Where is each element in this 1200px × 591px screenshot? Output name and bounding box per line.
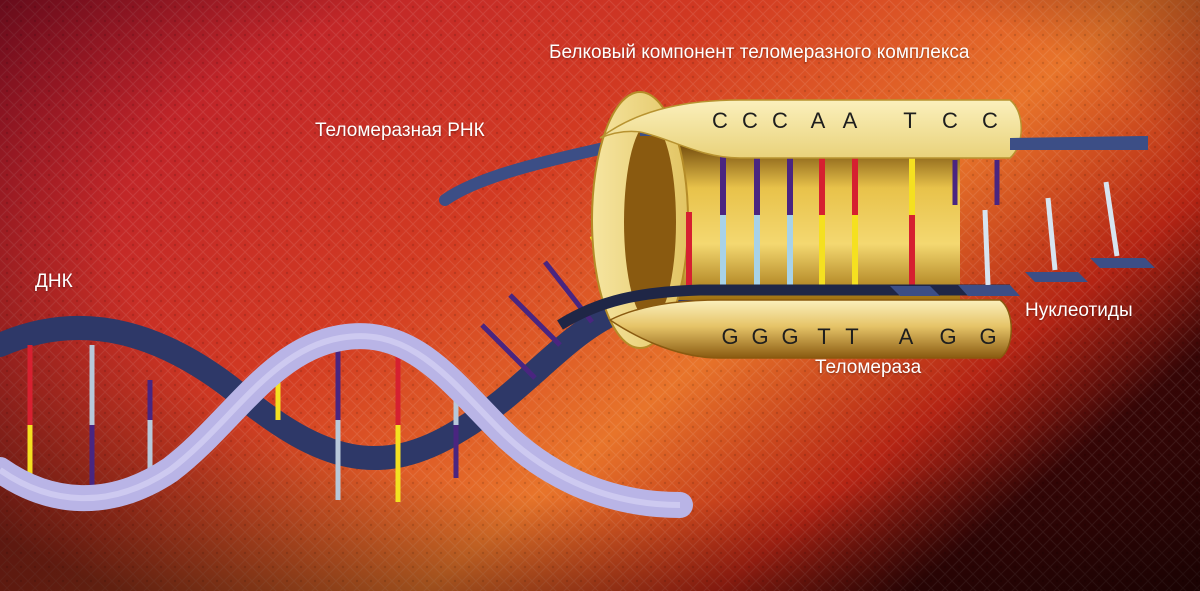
template-sequence: C C C A A T C C: [712, 108, 998, 133]
cylinder-top-shell: [599, 99, 1022, 159]
label-dna: ДНК: [35, 271, 73, 292]
synthesized-letter: A: [899, 324, 914, 349]
template-letter: C: [772, 108, 788, 133]
template-letter: C: [942, 108, 958, 133]
rna-strand-right: [1010, 136, 1148, 150]
synthesized-strand: [557, 284, 1010, 330]
synthesized-letter: G: [781, 324, 798, 349]
free-nucleotides: [890, 181, 1155, 296]
template-letter: T: [903, 108, 916, 133]
label-protein-component: Белковый компонент теломеразного комплек…: [549, 42, 970, 63]
synthesized-letter: G: [939, 324, 956, 349]
synthesized-letter: G: [979, 324, 996, 349]
label-telomerase-rna: Теломеразная РНК: [315, 120, 485, 141]
template-letter: C: [742, 108, 758, 133]
template-letter: C: [712, 108, 728, 133]
synthesized-letter: G: [751, 324, 768, 349]
template-bases: [686, 145, 1000, 290]
label-telomerase: Теломераза: [815, 357, 922, 378]
synthesized-letter: T: [845, 324, 858, 349]
cylinder-opening: [624, 122, 676, 322]
template-letter: A: [843, 108, 858, 133]
template-letter: A: [811, 108, 826, 133]
label-nucleotides: Нуклеотиды: [1025, 300, 1133, 321]
synthesized-sequence: G G G T T A G G: [721, 324, 996, 349]
cylinder-bottom-shell: [608, 299, 1012, 359]
synthesized-letter: T: [817, 324, 830, 349]
template-letter: C: [982, 108, 998, 133]
dna-front-highlight: [0, 333, 681, 508]
synthesized-letter: G: [721, 324, 738, 349]
